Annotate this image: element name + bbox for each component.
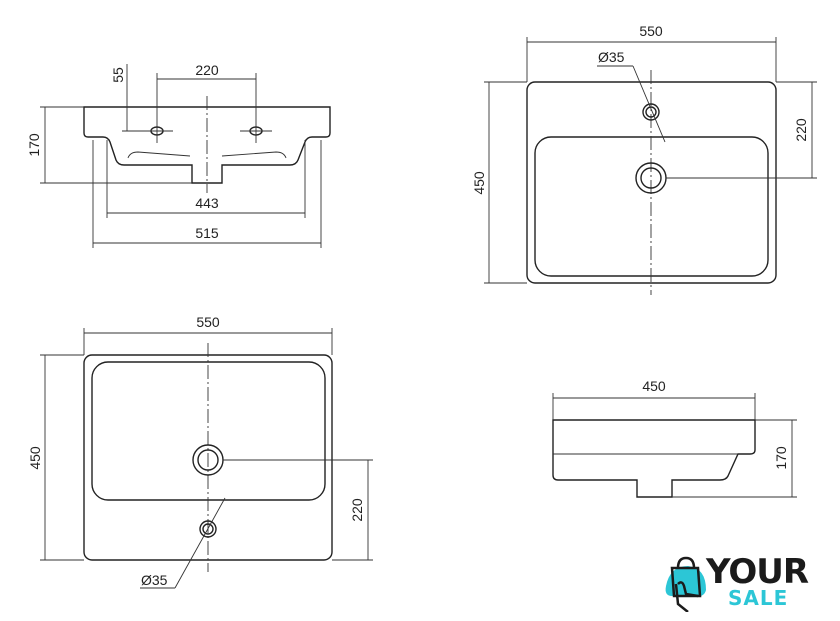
hole-diameter-label: Ø35 [598,49,625,65]
dim-55-label: 55 [110,67,126,83]
dim-450-label: 450 [471,171,487,195]
top-view-right: 550 450 220 Ø35 [471,23,817,295]
yoursale-logo: YOUR SALE [664,552,834,616]
dim-220-label: 220 [349,498,365,522]
dim-515-label: 515 [195,225,219,241]
dim-220-label: 220 [195,62,219,78]
dim-450-label: 450 [27,446,43,470]
dim-443-label: 443 [195,195,219,211]
dim-220-label: 220 [793,118,809,142]
dim-170-label: 170 [773,446,789,470]
dim-450-label: 450 [642,378,666,394]
top-view-left: 550 450 220 Ø35 [27,314,373,589]
logo-text-your: YOUR [706,552,809,592]
dim-550-label: 550 [639,23,663,39]
logo-text-sale: SALE [728,586,789,610]
hole-diameter-label: Ø35 [141,572,168,588]
side-view: 450 170 [552,378,797,498]
dim-170-label: 170 [26,133,42,157]
front-view: 220 55 170 443 515 [26,62,331,248]
dim-550-label: 550 [196,314,220,330]
shopping-bag-hand-icon [665,556,706,612]
